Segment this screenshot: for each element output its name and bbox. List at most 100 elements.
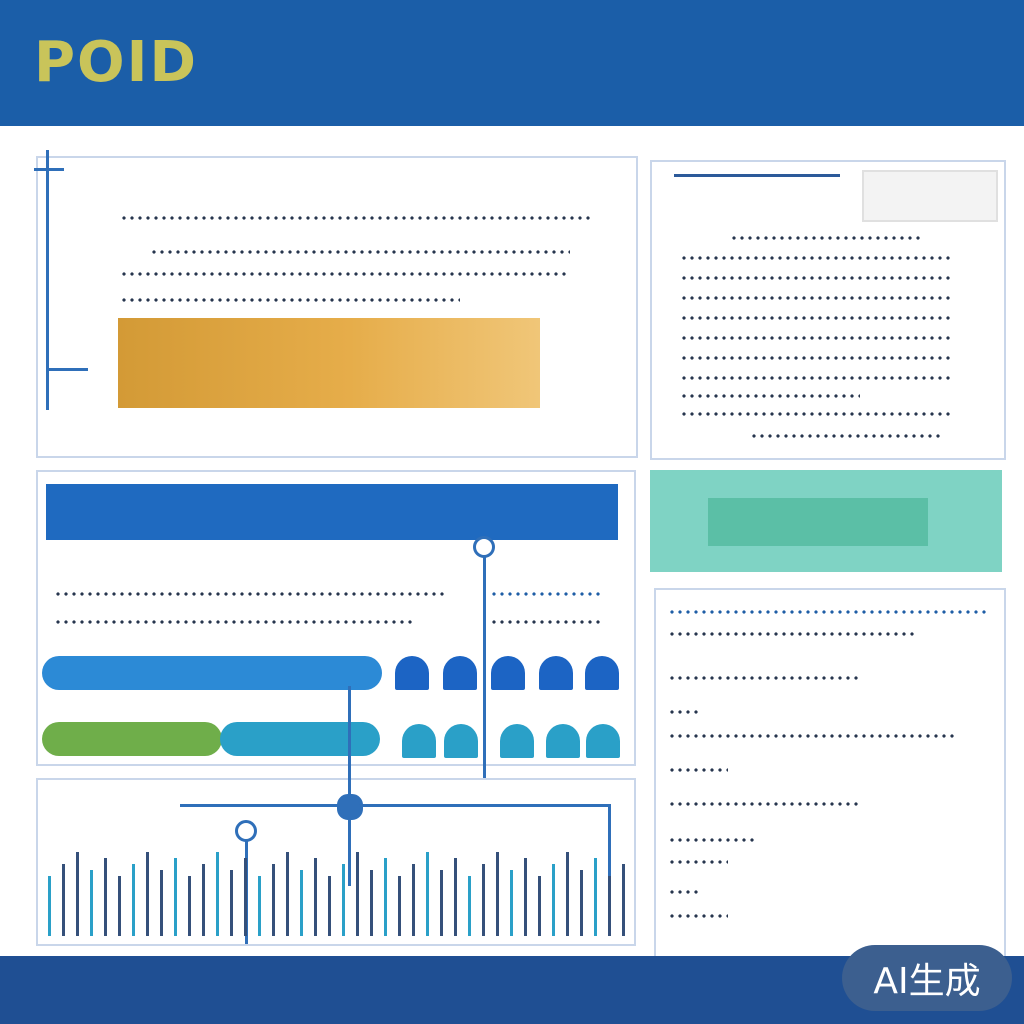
text-line <box>120 214 590 222</box>
section-header-bar <box>46 484 618 540</box>
left-top-hline-2 <box>48 368 88 371</box>
text-line <box>490 618 600 626</box>
bar-icon <box>188 876 191 936</box>
right-top-dots-line <box>674 174 840 177</box>
left-top-vline <box>46 150 49 410</box>
left-top-panel <box>36 156 638 458</box>
bar-icon <box>580 870 583 936</box>
bar-icon <box>230 870 233 936</box>
bar-icon <box>216 852 219 936</box>
text-line <box>680 354 950 362</box>
timeline-pill-blue <box>42 656 382 690</box>
text-line <box>680 334 950 342</box>
text-line <box>668 608 988 616</box>
bar-icon <box>524 858 527 936</box>
bar-icon <box>384 858 387 936</box>
bar-icon <box>496 852 499 936</box>
text-line <box>668 674 858 682</box>
bar-icon <box>202 864 205 936</box>
bar-icon <box>104 858 107 936</box>
dome-marker <box>491 656 525 690</box>
bar-icon <box>482 864 485 936</box>
bar-icon <box>342 864 345 936</box>
text-line <box>680 392 860 400</box>
bar-icon <box>538 876 541 936</box>
text-line <box>668 858 728 866</box>
left-top-hline <box>34 168 64 171</box>
bar-icon <box>552 864 555 936</box>
text-line <box>750 432 940 440</box>
bar-icon <box>286 852 289 936</box>
text-line <box>680 410 950 418</box>
dome-marker <box>444 724 478 758</box>
bar-icon <box>174 858 177 936</box>
connector-line <box>348 686 351 886</box>
dome-marker <box>585 656 619 690</box>
text-line <box>730 234 920 242</box>
bar-icon <box>622 864 625 936</box>
bar-icon <box>412 864 415 936</box>
bar-icon <box>468 876 471 936</box>
text-line <box>668 836 758 844</box>
text-line <box>668 912 728 920</box>
bar-icon <box>258 876 261 936</box>
text-line <box>680 294 950 302</box>
text-line <box>668 630 918 638</box>
bar-icon <box>594 858 597 936</box>
right-top-image <box>862 170 998 222</box>
connector-line <box>483 546 486 806</box>
bar-icon <box>398 876 401 936</box>
text-line <box>680 314 950 322</box>
text-line <box>668 800 858 808</box>
text-line <box>120 296 460 304</box>
bar-icon <box>454 858 457 936</box>
dome-marker <box>586 724 620 758</box>
bar-icon <box>48 876 51 936</box>
bar-icon <box>76 852 79 936</box>
node-circle-icon <box>473 536 495 558</box>
timeline-pill-blue-2 <box>220 722 380 756</box>
dome-marker <box>443 656 477 690</box>
bar-icon <box>426 852 429 936</box>
bar-icon <box>314 858 317 936</box>
bar-icon <box>566 852 569 936</box>
bar-icon <box>118 876 121 936</box>
bar-icon <box>510 870 513 936</box>
text-line <box>668 708 698 716</box>
bar-icon <box>608 876 611 936</box>
text-line <box>54 618 414 626</box>
bar-icon <box>356 852 359 936</box>
dome-marker <box>539 656 573 690</box>
bar-icon <box>132 864 135 936</box>
bar-icon <box>272 864 275 936</box>
bar-icon <box>90 870 93 936</box>
dome-marker <box>546 724 580 758</box>
text-line <box>668 732 958 740</box>
text-line <box>150 248 570 256</box>
bar-icon <box>300 870 303 936</box>
text-line <box>680 254 950 262</box>
page-title: POID <box>34 30 198 95</box>
ai-generated-badge: AI生成 <box>842 945 1012 1011</box>
teal-button[interactable] <box>708 498 928 546</box>
bar-icon <box>244 858 247 936</box>
dome-marker <box>395 656 429 690</box>
text-line <box>54 590 444 598</box>
bar-icon <box>440 870 443 936</box>
text-line <box>668 766 728 774</box>
bar-icon <box>370 870 373 936</box>
header-bar: POID <box>0 0 1024 126</box>
connector-line <box>608 804 611 882</box>
text-line <box>120 270 570 278</box>
text-line <box>668 888 698 896</box>
highlight-banner <box>118 318 540 408</box>
node-circle-icon <box>235 820 257 842</box>
text-line <box>680 274 950 282</box>
bar-icon <box>328 876 331 936</box>
bar-icon <box>146 852 149 936</box>
text-line <box>680 374 950 382</box>
dome-marker <box>402 724 436 758</box>
dome-marker <box>500 724 534 758</box>
bar-icon <box>160 870 163 936</box>
bar-icon <box>62 864 65 936</box>
